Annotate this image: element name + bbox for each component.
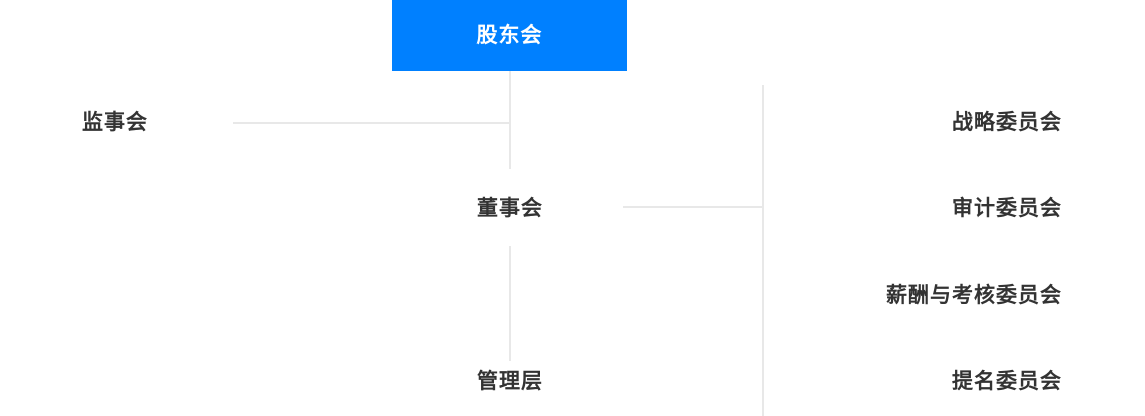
node-board-of-supervisors[interactable]: 监事会 bbox=[82, 111, 148, 134]
connector-committees-trunk bbox=[762, 85, 764, 416]
node-audit-committee[interactable]: 审计委员会 bbox=[952, 197, 1062, 220]
connector-board-to-management bbox=[509, 246, 511, 361]
node-board-of-directors[interactable]: 董事会 bbox=[477, 197, 543, 220]
node-shareholders-meeting[interactable]: 股东会 bbox=[392, 0, 627, 71]
node-compensation-committee[interactable]: 薪酬与考核委员会 bbox=[886, 284, 1062, 307]
node-shareholders-meeting-label: 股东会 bbox=[476, 24, 543, 47]
connector-shareholders-to-board-upper bbox=[509, 71, 511, 169]
node-strategy-committee[interactable]: 战略委员会 bbox=[952, 111, 1062, 134]
connector-board-to-committees bbox=[623, 206, 764, 208]
node-management[interactable]: 管理层 bbox=[477, 370, 543, 393]
connector-shareholders-to-supervisors bbox=[233, 122, 510, 124]
node-nomination-committee[interactable]: 提名委员会 bbox=[952, 370, 1062, 393]
